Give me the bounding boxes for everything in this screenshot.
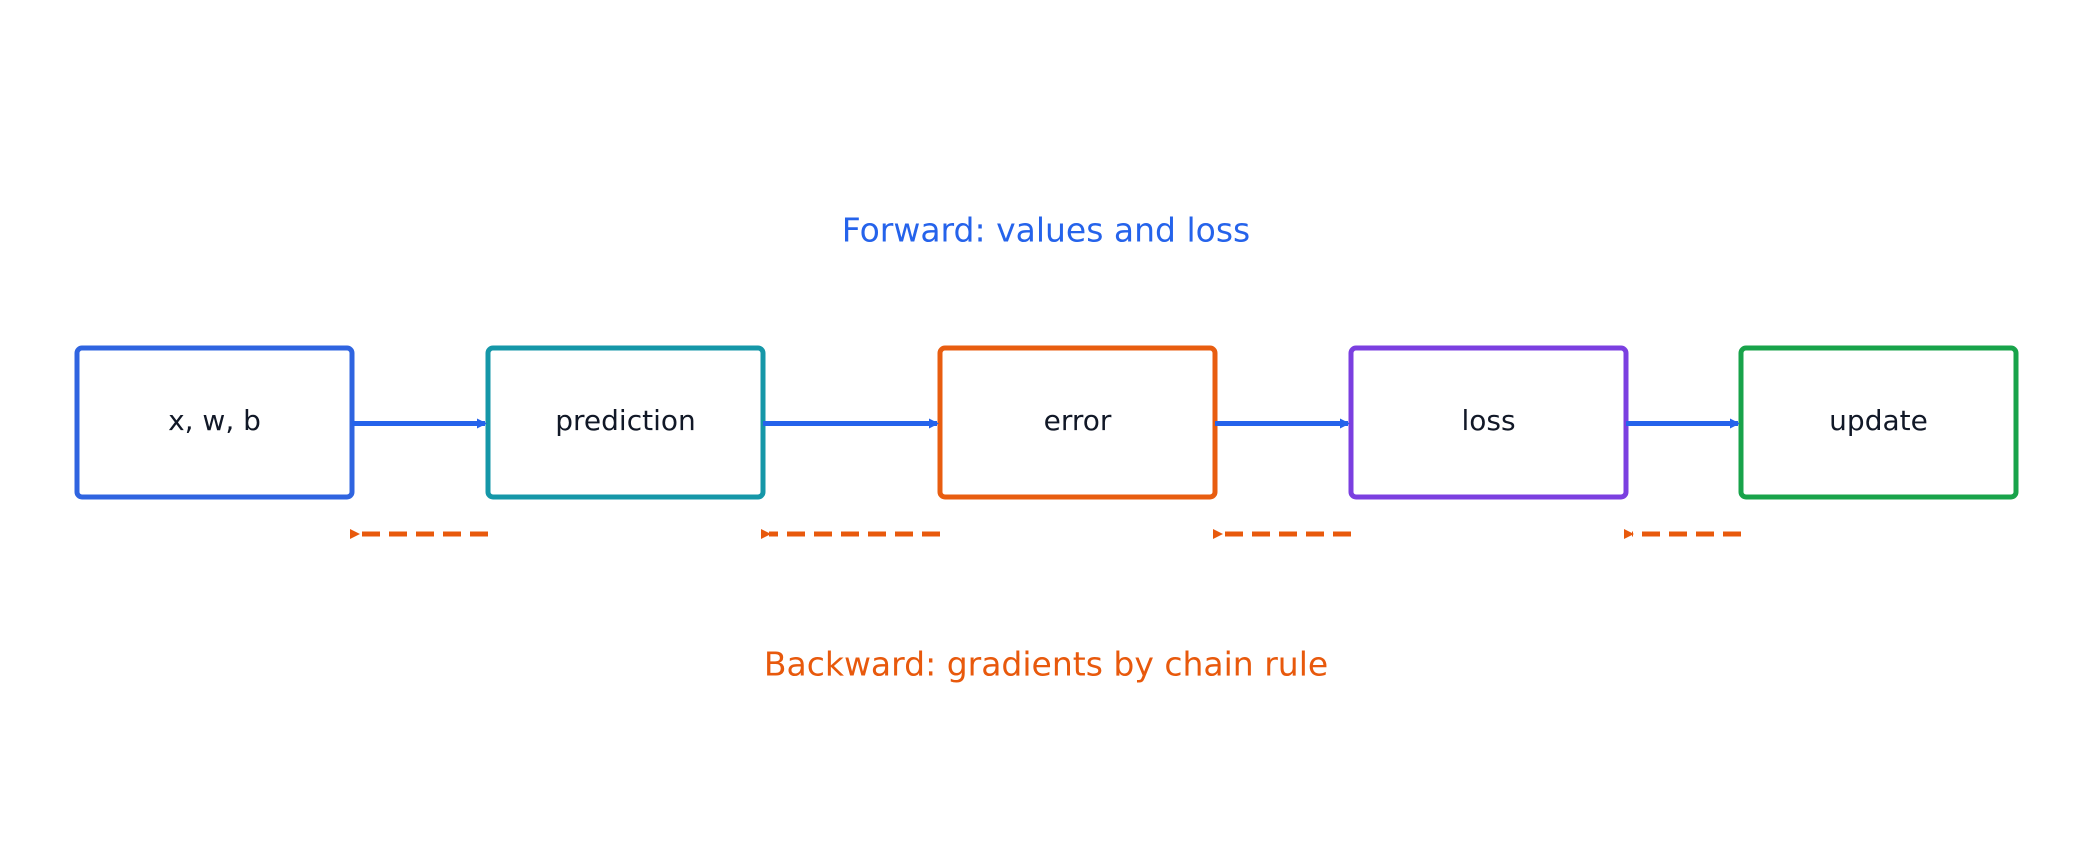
node-box-update [1738, 345, 2019, 500]
node-label-prediction: prediction [555, 404, 695, 437]
node-error: error [937, 345, 1218, 500]
node-layer: x, w, b prediction error loss update [74, 345, 2019, 500]
node-inputs: x, w, b [74, 345, 355, 500]
node-label-inputs: x, w, b [168, 404, 261, 437]
node-label-update: update [1829, 404, 1928, 437]
forward-caption: Forward: values and loss [842, 211, 1250, 250]
node-loss: loss [1348, 345, 1629, 500]
node-label-loss: loss [1461, 404, 1515, 437]
backward-caption: Backward: gradients by chain rule [764, 645, 1328, 684]
node-update: update [1738, 345, 2019, 500]
node-prediction: prediction [485, 345, 766, 500]
node-label-error: error [1044, 404, 1112, 437]
